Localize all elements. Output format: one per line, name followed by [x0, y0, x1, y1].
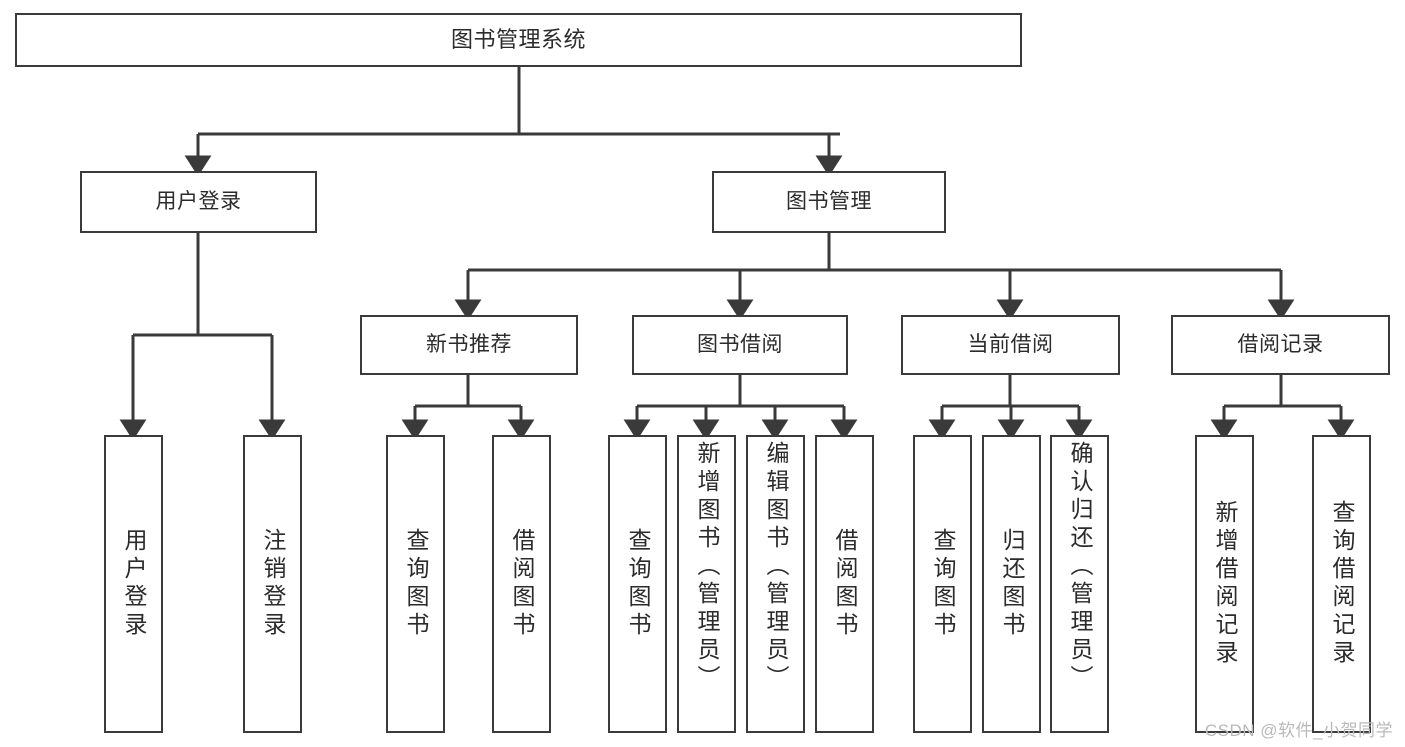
node-label: 借阅记录: [1237, 332, 1324, 356]
watermark-text: CSDN @软件_小贺同学: [1204, 721, 1393, 740]
node-label: 编辑图书（管理员）: [763, 441, 789, 693]
node-book-borrow[interactable]: 图书借阅: [632, 315, 848, 375]
node-label: 借阅图书: [832, 528, 858, 640]
leaf-new-book-borrow[interactable]: 借阅图书: [492, 435, 551, 733]
node-label: 注销登录: [260, 528, 286, 640]
leaf-book-borrow-edit[interactable]: 编辑图书（管理员）: [746, 435, 805, 733]
leaf-user-login-logout[interactable]: 注销登录: [243, 435, 302, 733]
node-book-management[interactable]: 图书管理: [712, 171, 946, 233]
leaf-borrow-record-query[interactable]: 查询借阅记录: [1312, 435, 1371, 733]
node-label: 查询图书: [625, 528, 651, 640]
node-label: 查询借阅记录: [1329, 500, 1355, 668]
node-label: 查询图书: [930, 528, 956, 640]
node-new-book-recommend[interactable]: 新书推荐: [360, 315, 578, 375]
node-label: 新增图书（管理员）: [694, 441, 720, 693]
node-label: 确认归还（管理员）: [1067, 441, 1093, 693]
node-current-borrow[interactable]: 当前借阅: [901, 315, 1120, 375]
node-root-system[interactable]: 图书管理系统: [15, 13, 1022, 67]
node-borrow-record[interactable]: 借阅记录: [1171, 315, 1390, 375]
leaf-current-borrow-confirm-return[interactable]: 确认归还（管理员）: [1050, 435, 1109, 733]
node-label: 用户登录: [121, 528, 147, 640]
node-label: 查询图书: [403, 528, 429, 640]
leaf-current-borrow-return[interactable]: 归还图书: [982, 435, 1041, 733]
node-label: 用户登录: [155, 189, 242, 213]
node-label: 归还图书: [999, 528, 1025, 640]
leaf-new-book-query[interactable]: 查询图书: [386, 435, 445, 733]
leaf-borrow-record-add[interactable]: 新增借阅记录: [1195, 435, 1254, 733]
leaf-book-borrow-query[interactable]: 查询图书: [608, 435, 667, 733]
node-label: 当前借阅: [967, 332, 1054, 356]
node-label: 图书管理系统: [450, 27, 586, 53]
leaf-book-borrow-add[interactable]: 新增图书（管理员）: [677, 435, 736, 733]
node-user-login[interactable]: 用户登录: [80, 171, 317, 233]
leaf-user-login-login[interactable]: 用户登录: [104, 435, 163, 733]
leaf-book-borrow-borrow[interactable]: 借阅图书: [815, 435, 874, 733]
node-label: 图书借阅: [697, 332, 783, 356]
node-label: 新增借阅记录: [1212, 500, 1238, 668]
node-label: 借阅图书: [509, 528, 535, 640]
leaf-current-borrow-query[interactable]: 查询图书: [913, 435, 972, 733]
node-label: 新书推荐: [426, 332, 512, 356]
node-label: 图书管理: [786, 189, 872, 213]
